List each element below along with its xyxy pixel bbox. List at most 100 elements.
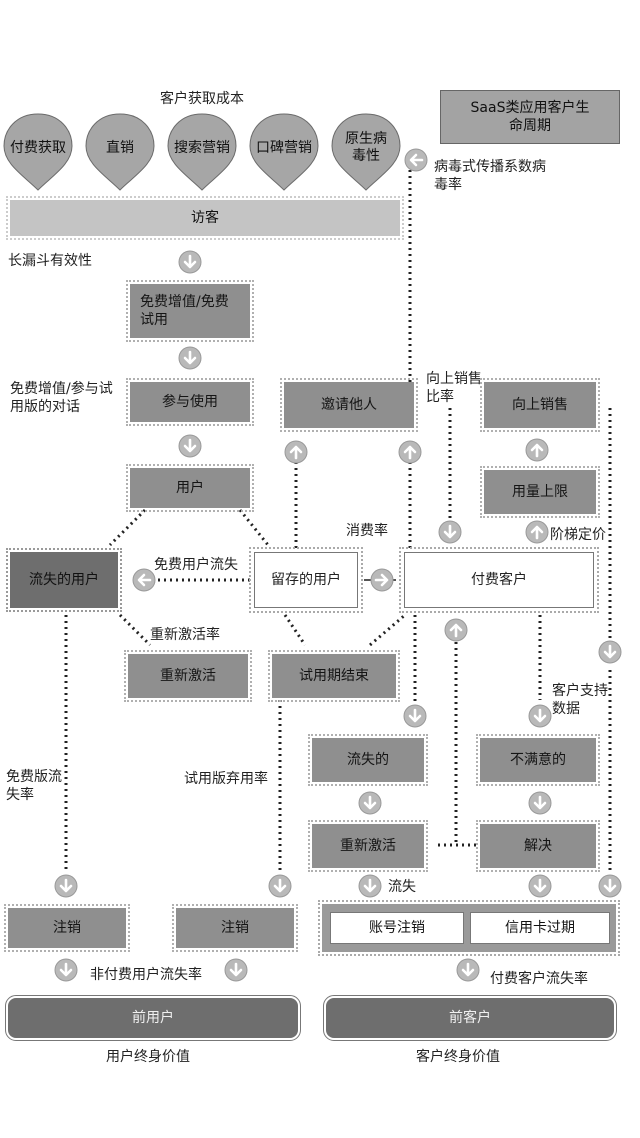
- arrow-circle-icon: [54, 958, 78, 982]
- arrow-circle-icon: [132, 568, 156, 592]
- arrow-circle-icon: [403, 704, 427, 728]
- usage-limit-label: 用量上限: [512, 484, 568, 500]
- arrow-circle-icon: [284, 440, 308, 464]
- arrow-circle-icon: [54, 874, 78, 898]
- engage-label: 参与使用: [162, 394, 218, 410]
- arrow-circle-icon: [178, 250, 202, 274]
- arrow-circle-icon: [525, 520, 549, 544]
- paying-customers-node: 付费客户: [399, 547, 599, 613]
- connector-trialend-paying: [369, 613, 406, 647]
- arrow-circle-icon: [525, 438, 549, 462]
- channel-label: 口碑营销: [256, 139, 312, 156]
- account-cancel-node: 账号注销: [330, 912, 464, 944]
- arrow-circle-icon: [358, 791, 382, 815]
- upsell-label: 向上销售: [512, 397, 568, 413]
- card-expired-label: 信用卡过期: [505, 920, 575, 936]
- churned-node: 流失的: [308, 734, 428, 786]
- channel-pin-direct: 直销: [84, 112, 156, 191]
- arrow-circle-icon: [444, 618, 468, 642]
- arrow-circle-icon: [398, 440, 422, 464]
- arrow-circle-icon: [268, 874, 292, 898]
- usage-limit-node: 用量上限: [480, 466, 600, 518]
- visitor-label: 访客: [191, 210, 219, 226]
- trial-end-node: 试用期结束: [268, 650, 400, 702]
- churn-label: 流失: [388, 879, 416, 895]
- former-users-label: 前用户: [132, 1010, 174, 1026]
- free-user-churn-label: 免费用户流失: [154, 557, 238, 573]
- arrow-circle-icon: [456, 958, 480, 982]
- former-customers-node: 前客户: [323, 995, 617, 1041]
- nonpaying-churn-rate-label: 非付费用户流失率: [90, 967, 202, 983]
- pin-shape: [167, 113, 237, 191]
- cancel-left-node: 注销: [4, 904, 130, 952]
- reactivate-left-node: 重新激活: [124, 650, 252, 702]
- retained-users-node: 留存的用户: [249, 547, 363, 613]
- channel-label: 搜索营销: [174, 139, 230, 156]
- arrow-circle-icon: [528, 791, 552, 815]
- unsatisfied-node: 不满意的: [476, 734, 600, 786]
- former-customers-label: 前客户: [449, 1010, 491, 1026]
- consumption-rate-label: 消费率: [346, 523, 388, 539]
- engage-node: 参与使用: [126, 378, 254, 426]
- unsatisfied-label: 不满意的: [510, 752, 566, 768]
- connector-users-retained: [238, 509, 270, 546]
- channel-pin-viral: 原生病毒性: [330, 112, 402, 191]
- invite-node: 邀请他人: [280, 378, 418, 432]
- support-data-label: 客户支持数据: [552, 683, 608, 717]
- card-expired-node: 信用卡过期: [470, 912, 610, 944]
- resolve-node: 解决: [476, 820, 600, 872]
- channel-pin-wordofmouth: 口碑营销: [248, 112, 320, 191]
- free-churn-rate-label: 免费版流失率: [6, 769, 62, 803]
- account-cancel-label: 账号注销: [369, 920, 425, 936]
- arrow-circle-icon: [224, 958, 248, 982]
- pin-shape: [249, 113, 319, 191]
- churned-users-node: 流失的用户: [6, 548, 122, 612]
- free-trial-label: 免费增值/免费试用: [140, 294, 229, 328]
- upsell-node: 向上销售: [480, 378, 600, 432]
- paying-churn-rate-label: 付费客户流失率: [490, 971, 588, 987]
- arrow-circle-icon: [598, 640, 622, 664]
- cancel-left-label: 注销: [53, 920, 81, 936]
- invite-label: 邀请他人: [321, 397, 377, 413]
- connector-retained-trialend: [283, 614, 307, 646]
- channel-pin-paid: 付费获取: [2, 112, 74, 191]
- visitor-bar: 访客: [6, 196, 404, 240]
- arrow-circle-icon: [178, 346, 202, 370]
- tiered-pricing-label: 阶梯定价: [550, 527, 606, 543]
- cancel-mid-label: 注销: [221, 920, 249, 936]
- connector-churned-reactivate: [118, 613, 152, 647]
- former-users-node: 前用户: [5, 995, 301, 1041]
- trial-end-label: 试用期结束: [299, 668, 369, 684]
- reactivate-right-label: 重新激活: [340, 838, 396, 854]
- pin-shape: [85, 113, 155, 191]
- channel-pin-search: 搜索营销: [166, 112, 238, 191]
- churned-users-label: 流失的用户: [29, 572, 99, 588]
- cancel-mid-node: 注销: [172, 904, 298, 952]
- users-node: 用户: [126, 464, 254, 512]
- user-ltv-label: 用户终身价值: [106, 1049, 190, 1065]
- resolve-label: 解决: [524, 838, 552, 854]
- arrow-circle-icon: [178, 434, 202, 458]
- arrow-circle-icon: [528, 704, 552, 728]
- channel-label: 原生病毒性: [345, 131, 387, 164]
- channel-label: 付费获取: [10, 139, 66, 156]
- customer-ltv-label: 客户终身价值: [416, 1049, 500, 1065]
- reactivate-left-label: 重新激活: [160, 668, 216, 684]
- pin-shape: [331, 113, 401, 191]
- viral-coefficient-label: 病毒式传播系数病毒率: [434, 159, 546, 193]
- trial-abandon-rate-label: 试用版弃用率: [184, 771, 268, 787]
- arrow-circle-icon: [358, 874, 382, 898]
- arrow-circle-icon: [598, 874, 622, 898]
- lifecycle-badge: SaaS类应用客户生命周期: [440, 90, 620, 144]
- arrow-circle-icon: [370, 568, 394, 592]
- users-label: 用户: [176, 480, 204, 496]
- upsell-ratio-label: 向上销售比率: [426, 371, 482, 405]
- pin-shape: [3, 113, 73, 191]
- free-trial-node: 免费增值/免费试用: [126, 280, 254, 342]
- retained-users-label: 留存的用户: [271, 572, 341, 588]
- reactivate-right-node: 重新激活: [308, 820, 428, 872]
- reactivation-rate-label: 重新激活率: [150, 627, 220, 643]
- trial-dialog-label: 免费增值/参与试用版的对话: [10, 381, 113, 415]
